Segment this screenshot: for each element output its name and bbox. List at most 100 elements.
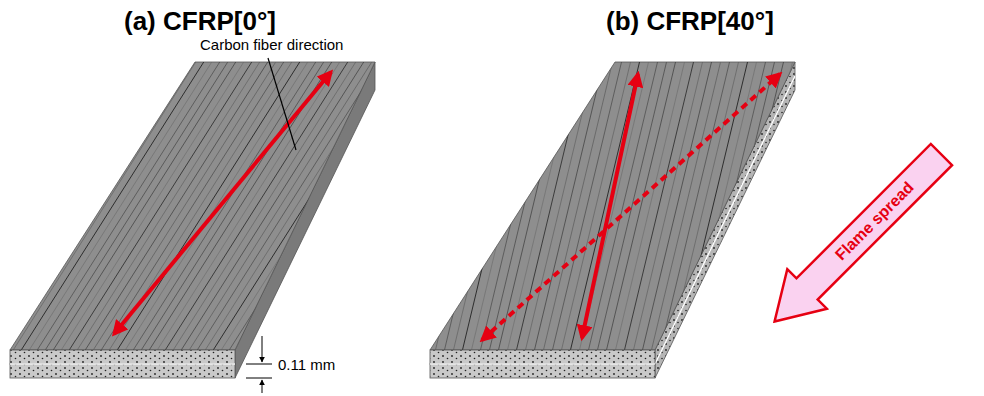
flame-spread-arrow: Flame spread — [752, 132, 964, 344]
fiber-line — [228, 60, 413, 352]
plate-b — [300, 60, 883, 378]
fiber-arrow — [114, 72, 331, 334]
fiber-line — [372, 60, 442, 352]
fiber-line — [678, 60, 748, 352]
fiber-line — [0, 60, 45, 352]
fiber-line — [68, 60, 253, 352]
fiber-line — [132, 60, 317, 352]
annotation-text: Carbon fiber direction — [200, 36, 343, 53]
fiber-line — [188, 60, 373, 352]
fiber-line — [381, 60, 451, 352]
fiber-line — [124, 60, 309, 352]
fiber-line — [696, 60, 766, 352]
fiber-line — [318, 60, 388, 352]
fiber-line — [714, 60, 784, 352]
thickness-dimension — [246, 336, 272, 393]
fiber-line — [156, 60, 341, 352]
fiber-line — [0, 60, 29, 352]
fiber-line — [260, 60, 445, 352]
fiber-line — [172, 60, 357, 352]
fiber-line — [0, 60, 53, 352]
fiber-line — [453, 60, 523, 352]
arrow-label: Flame spread — [832, 178, 918, 264]
fiber-line — [20, 60, 205, 352]
fiber-line — [435, 60, 505, 352]
fiber-line — [0, 60, 173, 352]
fiber-line — [426, 60, 496, 352]
fiber-line — [12, 60, 197, 352]
fiber-line — [444, 60, 514, 352]
fiber-line — [354, 60, 424, 352]
fiber-line — [0, 60, 77, 352]
fiber-line — [642, 60, 712, 352]
fiber-arrow — [582, 74, 638, 338]
leader-line — [268, 58, 296, 150]
fiber-line — [28, 60, 213, 352]
fiber-line — [4, 60, 189, 352]
fiber-line — [399, 60, 469, 352]
fiber-line — [489, 60, 559, 352]
fiber-line — [633, 60, 703, 352]
fiber-line — [52, 60, 237, 352]
fiber-line — [0, 60, 61, 352]
fiber-line — [196, 60, 381, 352]
fiber-line — [92, 60, 277, 352]
fiber-line — [669, 60, 739, 352]
fiber-line — [0, 60, 13, 352]
fiber-line — [624, 60, 694, 352]
fiber-line — [116, 60, 301, 352]
fiber-line — [252, 60, 437, 352]
fiber-line — [164, 60, 349, 352]
fiber-line — [516, 60, 586, 352]
fiber-line — [292, 60, 477, 352]
fiber-line — [0, 60, 125, 352]
fiber-line — [36, 60, 221, 352]
fiber-line — [0, 60, 109, 352]
fiber-line — [543, 60, 613, 352]
fiber-line — [0, 60, 93, 352]
fiber-line — [220, 60, 405, 352]
fiber-line — [284, 60, 469, 352]
fiber-line — [606, 60, 676, 352]
fiber-line — [0, 60, 5, 352]
fiber-line — [327, 60, 397, 352]
fiber-line — [300, 60, 370, 352]
fiber-line — [0, 60, 101, 352]
fiber-line — [180, 60, 365, 352]
fiber-line — [0, 60, 181, 352]
fiber-line — [480, 60, 550, 352]
fiber-line — [84, 60, 269, 352]
fiber-line — [471, 60, 541, 352]
fiber-line — [570, 60, 640, 352]
fiber-line — [0, 60, 37, 352]
fiber-line — [236, 60, 421, 352]
fiber-line — [140, 60, 325, 352]
fiber-line — [0, 60, 21, 352]
fiber-line — [588, 60, 658, 352]
fiber-line — [336, 60, 406, 352]
fiber-arrow-dashed — [482, 74, 780, 340]
figure-heading: (b) CFRP[40°] — [606, 6, 774, 37]
fiber-line — [204, 60, 389, 352]
fiber-line — [408, 60, 478, 352]
fiber-line — [244, 60, 429, 352]
fiber-line — [268, 60, 453, 352]
fiber-line — [507, 60, 577, 352]
fiber-line — [363, 60, 433, 352]
fiber-line — [345, 60, 415, 352]
fiber-line — [579, 60, 649, 352]
fiber-line — [0, 60, 165, 352]
fiber-line — [60, 60, 245, 352]
fiber-line — [100, 60, 285, 352]
dimension-text: 0.11 mm — [278, 356, 335, 373]
fiber-line — [462, 60, 532, 352]
fiber-line — [534, 60, 604, 352]
fiber-line — [498, 60, 568, 352]
fiber-line — [0, 60, 149, 352]
fiber-line — [651, 60, 721, 352]
fiber-line — [390, 60, 460, 352]
figure-heading: (a) CFRP[0°] — [124, 6, 276, 37]
fiber-line — [0, 60, 117, 352]
fiber-line — [561, 60, 631, 352]
